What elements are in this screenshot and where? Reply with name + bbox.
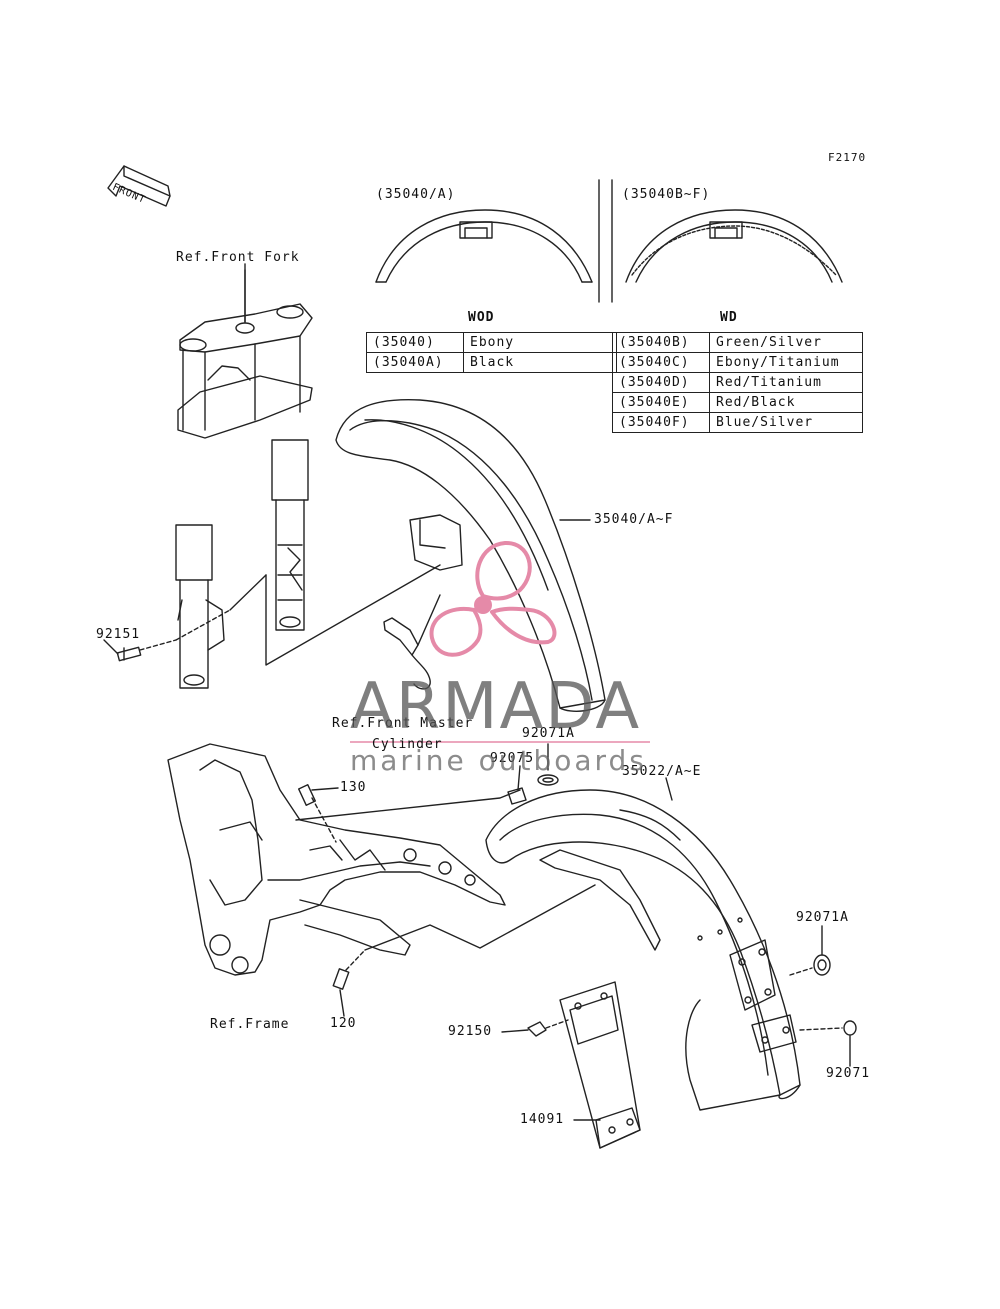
cushion-92071a-right-icon: [790, 955, 830, 975]
callout-ref-front-master-line2: Cylinder: [372, 737, 443, 752]
table-row: (35040C) Ebony/Titanium: [612, 352, 863, 373]
bolt-130-icon: [299, 785, 336, 842]
color-table-wd: (35040B) Green/Silver (35040C) Ebony/Tit…: [612, 332, 863, 433]
fender-variant-wod-icon: [376, 210, 592, 282]
front-fender-drawing: [336, 400, 605, 712]
callout-14091: 14091: [520, 1112, 565, 1127]
front-arrow-icon: [108, 166, 170, 206]
table-cell-color: Red/Titanium: [709, 372, 863, 393]
figure-code: F2170: [828, 151, 867, 164]
table-row: (35040) Ebony: [366, 332, 617, 353]
nut-92150-icon: [528, 1020, 568, 1036]
callout-ref-front-master-line1: Ref.Front Master: [332, 716, 474, 731]
bolt-92151-icon: [117, 575, 266, 661]
table-row: (35040F) Blue/Silver: [612, 412, 863, 433]
table-cell-code: (35040E): [612, 392, 710, 413]
callout-130: 130: [340, 780, 367, 795]
callout-92071a-right: 92071A: [796, 910, 849, 925]
fender-variant-wd-icon: [626, 210, 842, 282]
table-cell-code: (35040F): [612, 412, 710, 433]
variant-title-right: (35040B~F): [622, 187, 711, 202]
table-cell-code: (35040B): [612, 332, 710, 353]
table-cell-color: Ebony: [463, 332, 617, 353]
table-cell-color: Green/Silver: [709, 332, 863, 353]
watermark-tagline: marine outboards: [350, 744, 647, 777]
table-heading-wd: WD: [720, 310, 738, 325]
callout-92075: 92075: [490, 751, 535, 766]
table-row: (35040D) Red/Titanium: [612, 372, 863, 393]
table-cell-code: (35040): [366, 332, 464, 353]
table-cell-code: (35040C): [612, 352, 710, 373]
table-cell-code: (35040A): [366, 352, 464, 373]
frame-drawing: [168, 744, 505, 975]
table-row: (35040A) Black: [366, 352, 617, 373]
table-cell-color: Red/Black: [709, 392, 863, 413]
variant-title-left: (35040/A): [376, 187, 456, 202]
collar-92071-icon: [800, 1021, 856, 1035]
cushion-92071a-top-icon: [538, 775, 558, 785]
table-row: (35040B) Green/Silver: [612, 332, 863, 353]
callout-35040: 35040/A~F: [594, 512, 674, 527]
callout-92071a-top: 92071A: [522, 726, 575, 741]
table-cell-color: Blue/Silver: [709, 412, 863, 433]
table-heading-wod: WOD: [468, 310, 495, 325]
brake-hose-clamp-icon: [384, 595, 440, 689]
callout-92150: 92150: [448, 1024, 493, 1039]
table-cell-color: Black: [463, 352, 617, 373]
table-cell-color: Ebony/Titanium: [709, 352, 863, 373]
callout-ref-front-fork: Ref.Front Fork: [176, 250, 300, 265]
callout-35022: 35022/A~E: [622, 764, 702, 779]
watermark-brand: ARMADA: [350, 670, 642, 744]
grommet-92075-icon: [508, 788, 526, 804]
table-cell-code: (35040D): [612, 372, 710, 393]
bracket-14091-icon: [560, 982, 640, 1148]
armada-logo-icon: [432, 543, 555, 655]
callout-92071: 92071: [826, 1066, 871, 1081]
color-table-wod: (35040) Ebony (35040A) Black: [366, 332, 617, 373]
table-row: (35040E) Red/Black: [612, 392, 863, 413]
front-fork-drawing: [176, 270, 312, 688]
callout-120: 120: [330, 1016, 357, 1031]
bolt-120-icon: [333, 950, 365, 989]
callout-ref-frame: Ref.Frame: [210, 1017, 290, 1032]
rear-fender-drawing: [486, 790, 800, 1110]
callout-92151: 92151: [96, 627, 141, 642]
